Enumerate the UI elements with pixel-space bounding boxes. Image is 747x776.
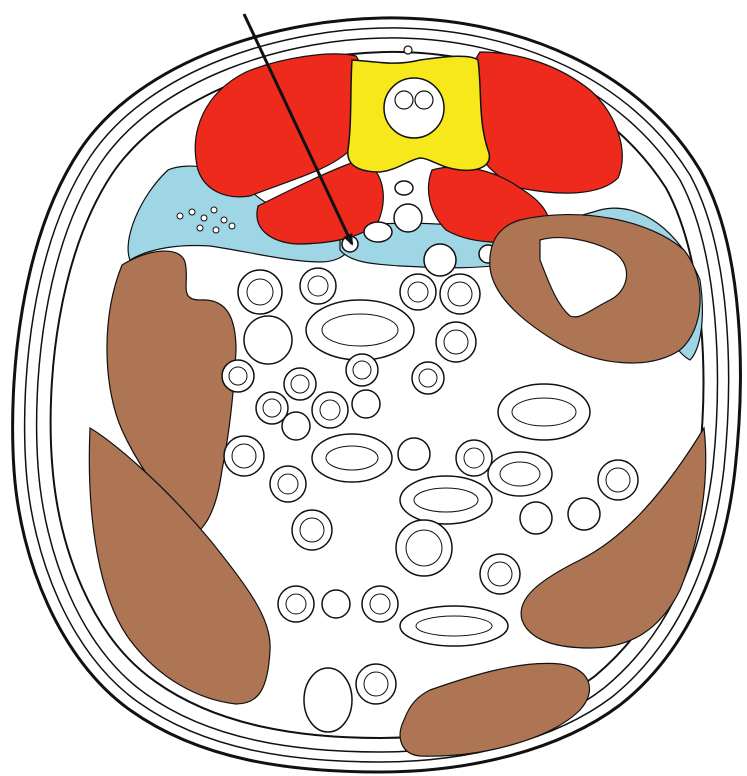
bowel-loop <box>520 502 552 534</box>
bowel-loop <box>282 412 310 440</box>
bowel-loop <box>312 434 392 482</box>
bowel-loop <box>398 438 430 470</box>
bowel-loop <box>238 270 282 314</box>
spinal-canal <box>384 78 444 138</box>
bowel-loop <box>440 274 480 314</box>
bowel-loop <box>278 586 314 622</box>
muscle-bottom <box>400 663 589 756</box>
bowel-loop <box>224 436 264 476</box>
vessel-3 <box>395 181 413 195</box>
bowel-loop <box>284 368 316 400</box>
aorta <box>394 204 422 232</box>
bowel-loop <box>400 274 436 310</box>
bowel-loop <box>436 322 476 362</box>
vertebra <box>348 46 490 172</box>
spinous-process-marker <box>404 46 412 54</box>
bowel-loop <box>222 360 254 392</box>
bowel-loop <box>362 586 398 622</box>
spinal-cord-left <box>395 91 413 109</box>
spinal-cord-right <box>415 91 433 109</box>
bowel-loop <box>456 440 492 476</box>
bowel-loop <box>244 316 292 364</box>
bowel-loop <box>480 554 520 594</box>
bowel-loop <box>352 390 380 418</box>
bowel-loop <box>322 590 350 618</box>
bowel-loop <box>270 466 306 502</box>
erector-spinae-right <box>468 52 623 193</box>
vena-cava <box>364 222 392 242</box>
bowel-loop <box>304 668 352 732</box>
bowel-loop <box>396 520 452 576</box>
bowel-loop <box>346 354 378 386</box>
bowel-loop <box>312 392 348 428</box>
bowel-loop <box>412 362 444 394</box>
bowel-loop <box>488 452 552 496</box>
bowel-loop <box>598 460 638 500</box>
bowel-loop <box>292 510 332 550</box>
bowel-loop <box>356 664 396 704</box>
bowel-loop <box>300 268 336 304</box>
bowel-loop <box>424 244 456 276</box>
bowel-loop <box>568 498 600 530</box>
